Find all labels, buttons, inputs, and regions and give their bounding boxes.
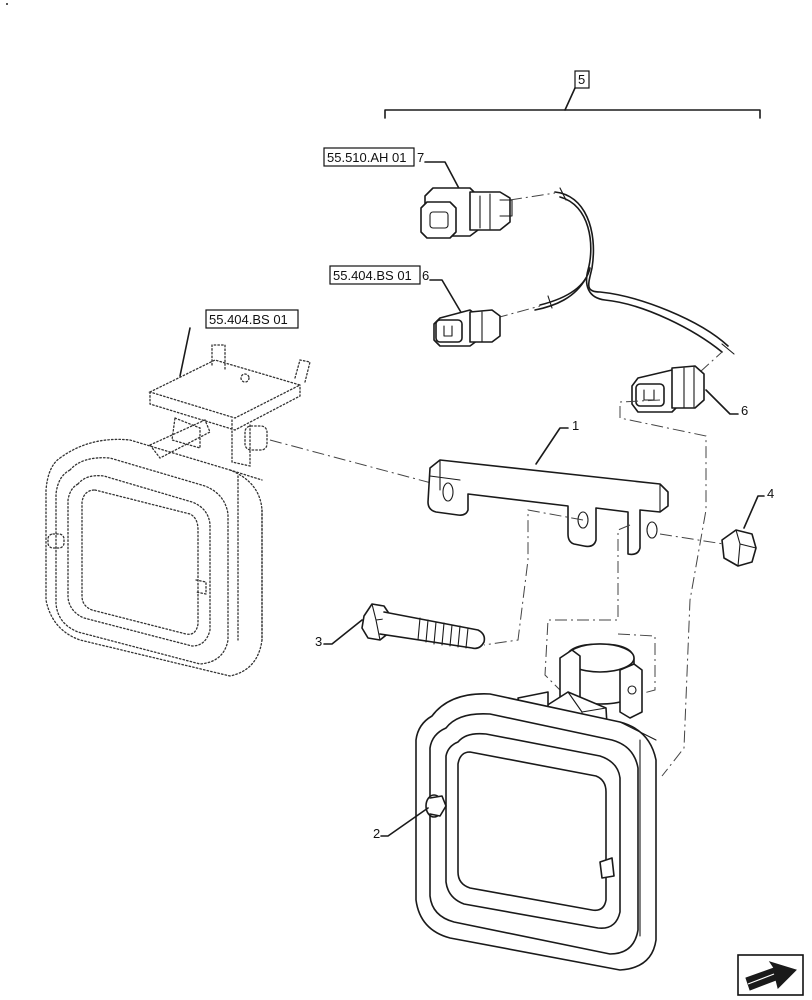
ref-box-connector-6[interactable]: 55.404.BS 01 [329, 265, 421, 285]
callout-3-label: 3 [315, 634, 322, 649]
work-lamp[interactable] [415, 643, 657, 971]
callout-7-leader [424, 161, 464, 197]
axis-left-lamp [269, 439, 436, 485]
callout-4-leader [743, 495, 765, 529]
harness-bracket [384, 87, 761, 119]
lamp-reference-left [45, 344, 311, 677]
callout-7-label: 7 [417, 150, 424, 165]
axis-clamp-left [544, 524, 631, 691]
callout-6a-label: 6 [422, 268, 429, 283]
callout-6b-leader [705, 389, 739, 415]
connector-6b[interactable] [631, 365, 705, 413]
bolt[interactable] [361, 603, 486, 650]
ref-box-connector-7[interactable]: 55.510.AH 01 [323, 147, 415, 167]
nut[interactable] [721, 529, 757, 567]
callout-2-leader [380, 807, 429, 837]
connector-7[interactable] [420, 187, 513, 239]
ref-lamp-left-label: 55.404.BS 01 [209, 312, 288, 327]
ref-box-lamp-left[interactable]: 55.404.BS 01 [205, 309, 299, 329]
callout-3-leader [323, 619, 363, 645]
mounting-bracket[interactable] [427, 459, 669, 556]
callout-5: 5 [574, 70, 590, 89]
callout-2-label: 2 [373, 826, 380, 841]
ref-connector-7-label: 55.510.AH 01 [327, 150, 407, 165]
axis-clamp-right [617, 633, 656, 695]
next-page-arrow-icon[interactable] [737, 954, 804, 996]
callout-1-leader [535, 427, 569, 465]
callout-5-label: 5 [578, 72, 585, 87]
ref-lamp-left-leader [179, 327, 191, 377]
callout-1-label: 1 [572, 418, 579, 433]
axis-connector [619, 399, 707, 777]
axis-nut [659, 533, 731, 546]
callout-4-label: 4 [767, 486, 774, 501]
callout-6b-label: 6 [741, 403, 748, 418]
callout-6a-leader [429, 279, 463, 315]
connector-6a[interactable] [433, 309, 501, 347]
wire-harness [495, 187, 735, 373]
ref-connector-6-label: 55.404.BS 01 [333, 268, 412, 283]
corner-dot [6, 3, 8, 5]
axis-bolt [483, 509, 584, 646]
